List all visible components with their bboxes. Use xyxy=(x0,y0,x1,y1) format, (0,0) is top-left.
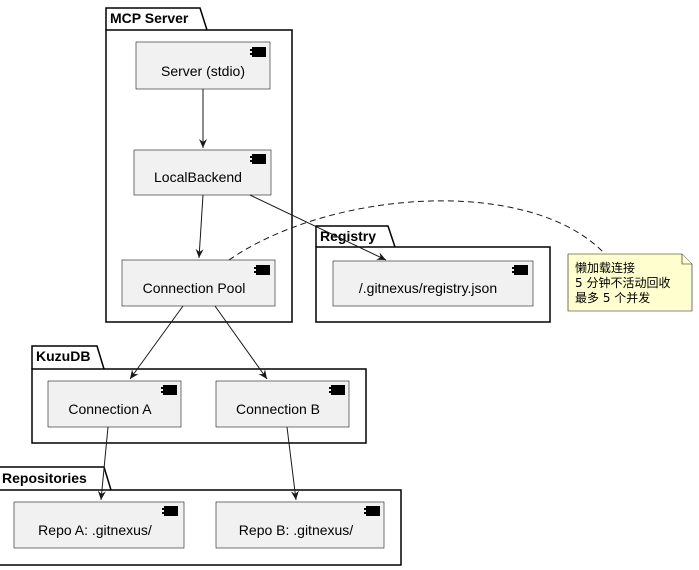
component-registry-json-label: /.gitnexus/registry.json xyxy=(359,280,497,296)
component-registry-json: /.gitnexus/registry.json xyxy=(332,260,534,307)
edge-local-backend-to-registry-json xyxy=(249,194,387,261)
package-repositories-title: Repositories xyxy=(2,470,87,486)
note-line-3: 最多 5 个并发 xyxy=(575,290,650,305)
component-connection-b-label: Connection B xyxy=(236,401,320,417)
component-repo-b: Repo B: .gitnexus/ xyxy=(215,501,385,549)
component-repo-a-label: Repo A: .gitnexus/ xyxy=(38,522,152,538)
component-local-backend: LocalBackend xyxy=(133,149,272,196)
component-local-backend-label: LocalBackend xyxy=(154,169,242,185)
component-repo-a: Repo A: .gitnexus/ xyxy=(13,501,185,549)
component-connection-pool: Connection Pool xyxy=(121,259,276,307)
edge-pool-to-connection-b xyxy=(214,305,268,380)
edge-connection-b-to-repo-b xyxy=(286,426,299,501)
component-icon xyxy=(162,506,178,516)
package-registry-title: Registry xyxy=(320,228,376,244)
component-icon xyxy=(250,47,266,57)
component-server-stdio-label: Server (stdio) xyxy=(161,63,245,79)
component-icon xyxy=(161,385,177,395)
component-icon xyxy=(250,154,266,164)
component-icon xyxy=(329,385,345,395)
edge-pool-to-connection-a xyxy=(129,305,184,380)
edge-local-backend-to-connection-pool xyxy=(195,194,204,259)
component-connection-pool-label: Connection Pool xyxy=(143,280,246,296)
note: 懒加载连接 5 分钟不活动回收 最多 5 个并发 xyxy=(567,253,693,312)
note-line-1: 懒加载连接 xyxy=(575,260,635,275)
component-repo-b-label: Repo B: .gitnexus/ xyxy=(239,522,354,538)
note-link-dashed xyxy=(228,200,606,261)
component-icon xyxy=(512,265,528,275)
note-line-2: 5 分钟不活动回收 xyxy=(575,275,670,290)
component-server-stdio: Server (stdio) xyxy=(135,41,271,90)
component-connection-b: Connection B xyxy=(215,380,350,428)
component-icon xyxy=(364,506,380,516)
package-mcp-server-title: MCP Server xyxy=(110,10,189,26)
component-connection-a-label: Connection A xyxy=(68,401,152,417)
component-connection-a: Connection A xyxy=(47,380,182,428)
package-kuzudb-title: KuzuDB xyxy=(36,348,90,364)
component-icon xyxy=(254,265,270,275)
edge-connection-a-to-repo-a xyxy=(97,426,109,501)
package-mcp-server-tab xyxy=(105,7,208,31)
